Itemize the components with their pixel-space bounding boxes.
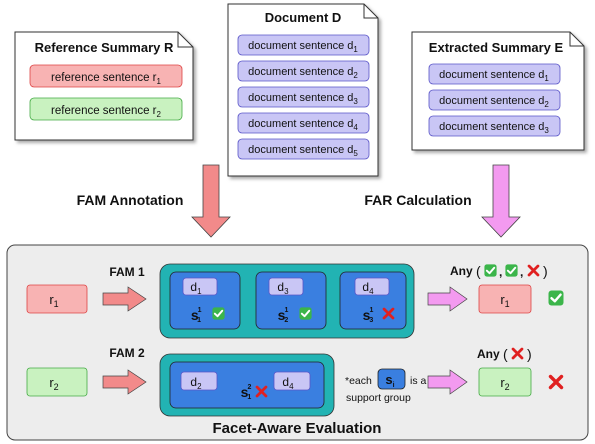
reference-summary-title: Reference Summary R xyxy=(35,40,174,55)
fam2-label: FAM 2 xyxy=(109,346,145,360)
row1-result-check-icon xyxy=(548,290,564,306)
svg-text:(: ( xyxy=(476,263,481,279)
svg-text:,: , xyxy=(499,265,502,279)
svg-text:Any: Any xyxy=(477,347,500,361)
svg-text:s11: s11 xyxy=(191,307,202,324)
extracted-sentence-2: document sentence d2 xyxy=(428,89,561,111)
document-sentence-4: document sentence d4 xyxy=(237,112,370,134)
document-sentence-2: document sentence d2 xyxy=(237,60,370,82)
extracted-sentence-1: document sentence d1 xyxy=(428,63,561,85)
extracted-summary-title: Extracted Summary E xyxy=(429,40,564,55)
far-calculation-arrow: FAR Calculation xyxy=(364,164,521,238)
row2-result-arrow xyxy=(427,369,468,395)
svg-text:s12: s12 xyxy=(278,307,289,324)
document-sentence-1: document sentence d1 xyxy=(237,34,370,56)
svg-text:,: , xyxy=(520,265,523,279)
svg-text:r1: r1 xyxy=(49,292,58,309)
document-card: Document D document sentence d1 document… xyxy=(227,3,379,177)
svg-text:document sentence d5: document sentence d5 xyxy=(248,144,358,158)
fam-annotation-arrow: FAM Annotation xyxy=(77,164,231,238)
svg-text:r2: r2 xyxy=(49,375,58,392)
extracted-sentence-3: document sentence d3 xyxy=(428,115,561,137)
reference-summary-card: Reference Summary R reference sentence r… xyxy=(14,31,194,141)
svg-text:r1: r1 xyxy=(500,292,509,309)
svg-text:s21: s21 xyxy=(241,384,252,401)
svg-text:si: si xyxy=(385,372,394,389)
fam1-label: FAM 1 xyxy=(109,265,145,279)
svg-text:reference sentence r2: reference sentence r2 xyxy=(51,105,161,119)
far-calculation-label: FAR Calculation xyxy=(364,192,471,208)
evaluation-title: Facet-Aware Evaluation xyxy=(213,420,382,437)
row2-reference-box: r2 xyxy=(26,367,88,397)
row2-result-box: r2 xyxy=(478,367,532,397)
check-icon xyxy=(212,307,225,320)
svg-text:document sentence d2: document sentence d2 xyxy=(248,66,358,80)
check-icon xyxy=(299,307,312,320)
svg-text:document sentence d4: document sentence d4 xyxy=(248,118,358,132)
fam2-arrow xyxy=(102,369,147,395)
svg-text:s13: s13 xyxy=(363,307,374,324)
svg-text:(: ( xyxy=(503,346,508,362)
svg-text:r2: r2 xyxy=(500,375,509,392)
svg-text:d4: d4 xyxy=(362,280,374,296)
support-group-note: *each si is a support group xyxy=(345,368,427,404)
svg-text:reference sentence r1: reference sentence r1 xyxy=(51,72,161,86)
document-sentence-5: document sentence d5 xyxy=(237,138,370,160)
fam1-arrow xyxy=(102,286,147,312)
svg-text:document sentence d2: document sentence d2 xyxy=(439,95,549,109)
svg-text:document sentence d3: document sentence d3 xyxy=(439,121,549,135)
document-sentence-3: document sentence d3 xyxy=(237,86,370,108)
row1-any-expression: Any ( , , ) xyxy=(450,263,548,279)
svg-text:*each: *each xyxy=(345,375,372,387)
reference-sentence-1: reference sentence r1 xyxy=(29,64,183,88)
svg-text:document sentence d3: document sentence d3 xyxy=(248,92,358,106)
document-title: Document D xyxy=(265,10,342,25)
row2-any-expression: Any ( ) xyxy=(477,346,532,362)
row1-reference-box: r1 xyxy=(26,284,88,314)
svg-text:d2: d2 xyxy=(190,375,202,391)
extracted-summary-card: Extracted Summary E document sentence d1… xyxy=(411,31,585,151)
svg-text:d4: d4 xyxy=(282,375,294,391)
svg-text:d3: d3 xyxy=(277,280,289,296)
reference-sentence-2: reference sentence r2 xyxy=(29,97,183,121)
svg-text:): ) xyxy=(543,263,548,279)
svg-text:Any: Any xyxy=(450,264,473,278)
svg-text:document sentence d1: document sentence d1 xyxy=(439,69,549,83)
svg-text:d1: d1 xyxy=(190,280,202,296)
svg-text:document sentence d1: document sentence d1 xyxy=(248,40,358,54)
row1-result-arrow xyxy=(427,286,468,312)
svg-text:is a: is a xyxy=(410,375,427,387)
row1-result-box: r1 xyxy=(478,284,532,314)
svg-text:): ) xyxy=(527,346,532,362)
fam-annotation-label: FAM Annotation xyxy=(77,192,184,208)
svg-text:support group: support group xyxy=(346,392,411,404)
